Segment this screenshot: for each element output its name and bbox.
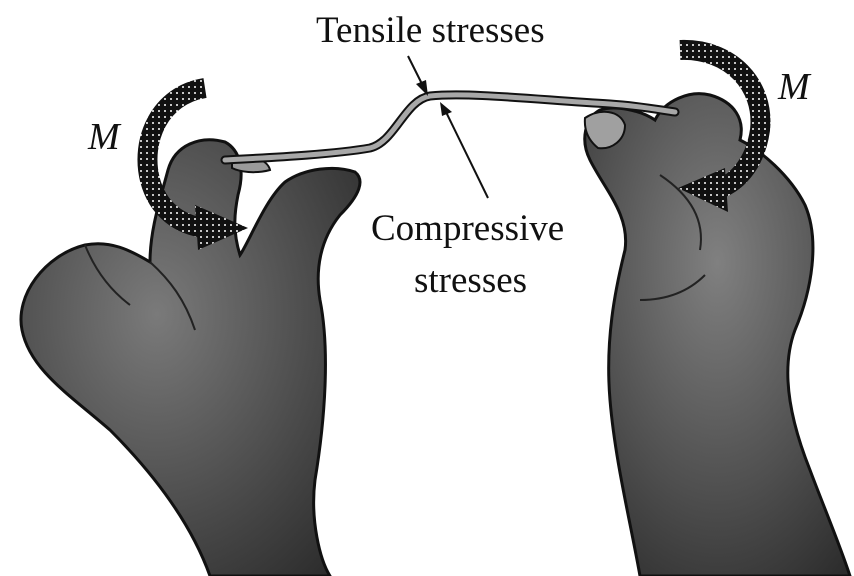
right-hand	[585, 94, 850, 576]
moment-label-left: M	[88, 118, 120, 156]
compressive-leader-arrow	[440, 102, 488, 198]
tensile-stresses-label: Tensile stresses	[316, 12, 545, 49]
moment-label-right: M	[778, 68, 810, 106]
compressive-stresses-label-line1: Compressive	[371, 210, 564, 247]
tensile-leader-arrow	[408, 56, 428, 96]
left-hand	[21, 140, 360, 576]
compressive-stresses-label-line2: stresses	[414, 262, 527, 299]
